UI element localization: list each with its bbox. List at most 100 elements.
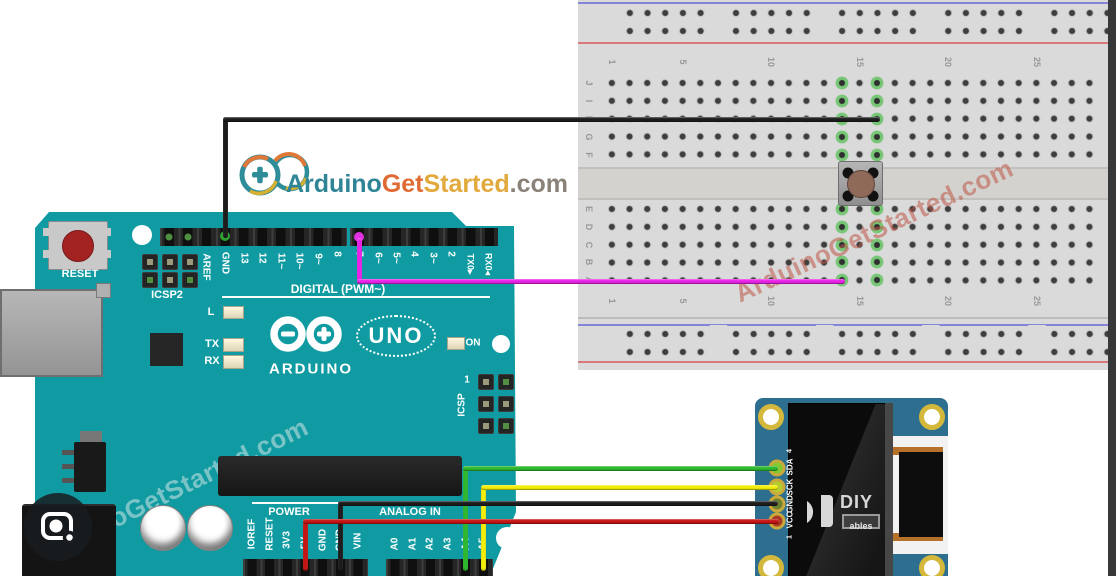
pin-label-a0: A0 <box>389 537 401 551</box>
row-letter: D <box>584 223 594 231</box>
pin-label-5: 5~ <box>390 252 402 264</box>
reset-button-tab <box>105 228 111 236</box>
pin-label-aref: AREF <box>200 253 212 281</box>
pin-label-a2: A2 <box>424 537 436 551</box>
socket-dot <box>165 233 173 241</box>
oled-mount-hole <box>758 555 784 576</box>
pin-label-reset: RESET <box>264 517 276 551</box>
regulator-leg <box>62 464 74 469</box>
row-letter: F <box>584 152 594 158</box>
oled-connector-copper <box>893 447 943 455</box>
highlighted-hole <box>870 238 884 252</box>
brand-arduino: Arduino <box>286 170 382 198</box>
highlighted-hole <box>870 94 884 108</box>
oled-mount-hole <box>919 555 945 576</box>
icsp-pin <box>498 418 514 434</box>
col-number: 1 <box>607 298 617 304</box>
socket-dot <box>184 233 192 241</box>
pin-label-13: 13 <box>238 252 250 264</box>
pin-label-12: 12 <box>256 252 268 264</box>
col-number: 10 <box>766 56 776 68</box>
highlighted-hole <box>870 130 884 144</box>
pin-label-11: 11~ <box>275 252 287 270</box>
pin-label-a1: A1 <box>407 537 419 551</box>
col-number: 15 <box>855 295 865 307</box>
brand-get: Get <box>381 170 424 198</box>
regulator-leg <box>62 450 74 455</box>
led-rx <box>223 355 244 369</box>
brand-wordmark: ArduinoGetStarted.com <box>286 170 568 199</box>
reset-button-tab <box>43 228 49 236</box>
voltage-regulator <box>74 442 106 492</box>
highlighted-hole <box>835 238 849 252</box>
icsp2-pin <box>162 272 178 288</box>
usb-connector <box>0 289 103 377</box>
row-letter: G <box>584 133 594 141</box>
highlighted-hole <box>835 130 849 144</box>
highlighted-hole <box>870 273 884 287</box>
pin-label-gnd1: GND <box>317 528 329 552</box>
button-leg <box>867 167 879 179</box>
pin-label-6: 6~ <box>372 252 384 264</box>
led-tx-label: TX <box>204 338 220 350</box>
highlighted-hole <box>835 76 849 90</box>
camera-lens-button[interactable] <box>24 493 92 561</box>
digital-caption-line <box>222 296 490 298</box>
rail-line-blue-top <box>578 2 1108 4</box>
col-number: 1 <box>607 59 617 65</box>
pin-label-9: 9~ <box>312 253 324 265</box>
diyables-sub-label: ables <box>849 521 873 531</box>
oled-pin-sck-label: SCK <box>785 478 795 496</box>
highlighted-hole <box>835 220 849 234</box>
reset-button-cap <box>62 230 94 262</box>
highlighted-hole <box>835 148 849 162</box>
button-leg <box>842 190 854 202</box>
button-cap <box>846 169 875 198</box>
arduino-brand-label: ARDUINO <box>269 360 353 378</box>
highlighted-hole <box>870 220 884 234</box>
button-leg <box>842 167 854 179</box>
capacitor <box>187 505 233 551</box>
icsp-pin1-label: 1 <box>464 374 470 386</box>
pin-label-10: 10~ <box>293 252 305 270</box>
icsp2-pin <box>182 272 198 288</box>
row-letter: E <box>584 205 594 213</box>
icsp2-pin <box>182 254 198 270</box>
oled-screen-edge <box>885 403 893 576</box>
mounting-hole <box>496 527 518 549</box>
pin-label-tx1: TX0▸ <box>465 253 476 275</box>
led-tx <box>223 338 244 352</box>
oled-connector-copper <box>893 533 943 541</box>
col-number: 5 <box>678 59 688 65</box>
icsp-label: ICSP <box>456 393 468 417</box>
pin-label-gnd: GND <box>219 251 231 275</box>
icsp2-label: ICSP2 <box>151 289 183 301</box>
oled-pin4-label: 4 <box>786 449 794 453</box>
mounting-hole <box>492 335 510 353</box>
reset-button-tab <box>43 250 49 258</box>
icsp-pin <box>498 374 514 390</box>
power-rail-holes-top <box>621 4 1108 41</box>
oled-connector <box>899 452 943 537</box>
digital-caption: DIGITAL (PWM~) <box>290 282 386 296</box>
serial-chip <box>150 333 183 366</box>
pin-label-3: 3~ <box>427 252 439 264</box>
oled-screen <box>788 403 886 576</box>
brand-infinity-icon <box>239 152 310 196</box>
highlighted-hole <box>870 148 884 162</box>
icsp2-pin <box>162 254 178 270</box>
pin-label-3v3: 3V3 <box>281 531 293 549</box>
uno-label: UNO <box>368 323 424 348</box>
led-l <box>223 306 244 319</box>
icsp-pin <box>478 418 494 434</box>
diyables-icon <box>807 495 833 527</box>
oled-mount-hole <box>758 404 784 430</box>
digital-header-left <box>160 228 347 246</box>
viewer-side-strip <box>1108 0 1116 576</box>
led-on <box>447 337 465 350</box>
led-on-label: ON <box>465 337 481 349</box>
oled-pin1-label: 1 <box>786 535 794 539</box>
reset-label: RESET <box>61 268 99 280</box>
regulator-leg <box>62 478 74 483</box>
